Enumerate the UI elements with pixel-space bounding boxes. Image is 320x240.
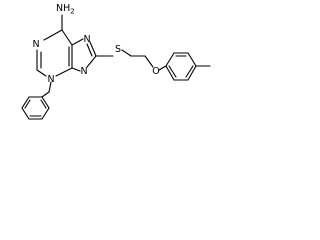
n9-atom-label: N (80, 66, 87, 77)
tolyl-group (165, 52, 211, 81)
amino-label: NH2 (56, 3, 75, 16)
n1-atom-label: N (32, 39, 39, 50)
n3-atom-label: N (47, 74, 54, 85)
thioethyl-chain (95, 49, 167, 71)
benzyl-group (21, 81, 52, 120)
sulfur-atom-label: S (115, 44, 121, 55)
oxygen-atom-label: O (152, 66, 159, 77)
imidazole-ring (71, 38, 97, 72)
n7-atom-label: N (83, 34, 90, 45)
molecule-structure: NH2 N N N N S O (21, 3, 211, 120)
pyrimidine-ring (36, 29, 73, 77)
